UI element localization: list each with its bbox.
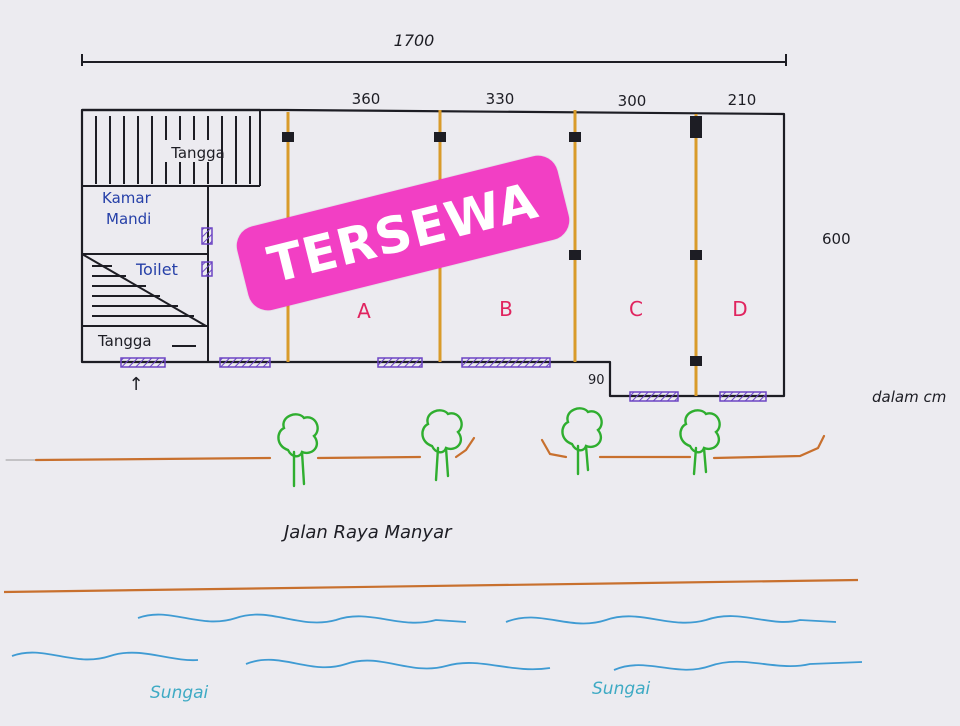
unit-note: dalam cm (872, 388, 946, 406)
unit-d-width-label: 210 (728, 91, 757, 109)
unit-b-label: B (499, 297, 513, 321)
toilet-label: Toilet (135, 260, 178, 279)
bathroom-label-line2: Mandi (106, 210, 151, 228)
tree-2 (421, 409, 463, 482)
unit-a-door (377, 357, 423, 368)
entrance-arrow: ↑ (128, 374, 143, 395)
unit-b-width-label: 330 (486, 90, 515, 108)
unit-a-label: A (357, 299, 371, 323)
service-block (81, 108, 261, 362)
tree-1 (277, 413, 319, 488)
main-entrance-door (120, 357, 166, 368)
unit-c-door (629, 391, 679, 402)
partition-3 (569, 110, 581, 362)
partition-4 (690, 114, 702, 396)
stairs-bottom-label: Tangga (97, 332, 152, 350)
unit-d-door (719, 391, 767, 402)
bathroom-label-line1: Kamar (102, 189, 152, 207)
river-label-left: Sungai (150, 683, 209, 703)
toilet-door (201, 261, 213, 277)
unit-b-door (461, 357, 551, 368)
depth-label: 600 (822, 230, 851, 248)
unit-d-label: D (732, 297, 747, 321)
river-label-right: Sungai (592, 679, 651, 699)
side-door (219, 357, 271, 368)
notch-label: 90 (588, 373, 605, 388)
road-edge-top (5, 434, 826, 462)
unit-c-width-label: 300 (618, 92, 647, 110)
total-width-dimension (81, 54, 787, 66)
stairs-top-label: Tangga (170, 144, 225, 162)
unit-a-width-label: 360 (352, 90, 381, 108)
road-label: Jalan Raya Manyar (281, 522, 453, 543)
tree-3 (561, 407, 603, 476)
river-bank-line (3, 578, 859, 594)
unit-c-label: C (629, 297, 643, 321)
tree-4 (679, 409, 721, 476)
bathroom-door (201, 227, 213, 245)
total-width-label: 1700 (394, 31, 435, 50)
river-waves (11, 613, 863, 671)
